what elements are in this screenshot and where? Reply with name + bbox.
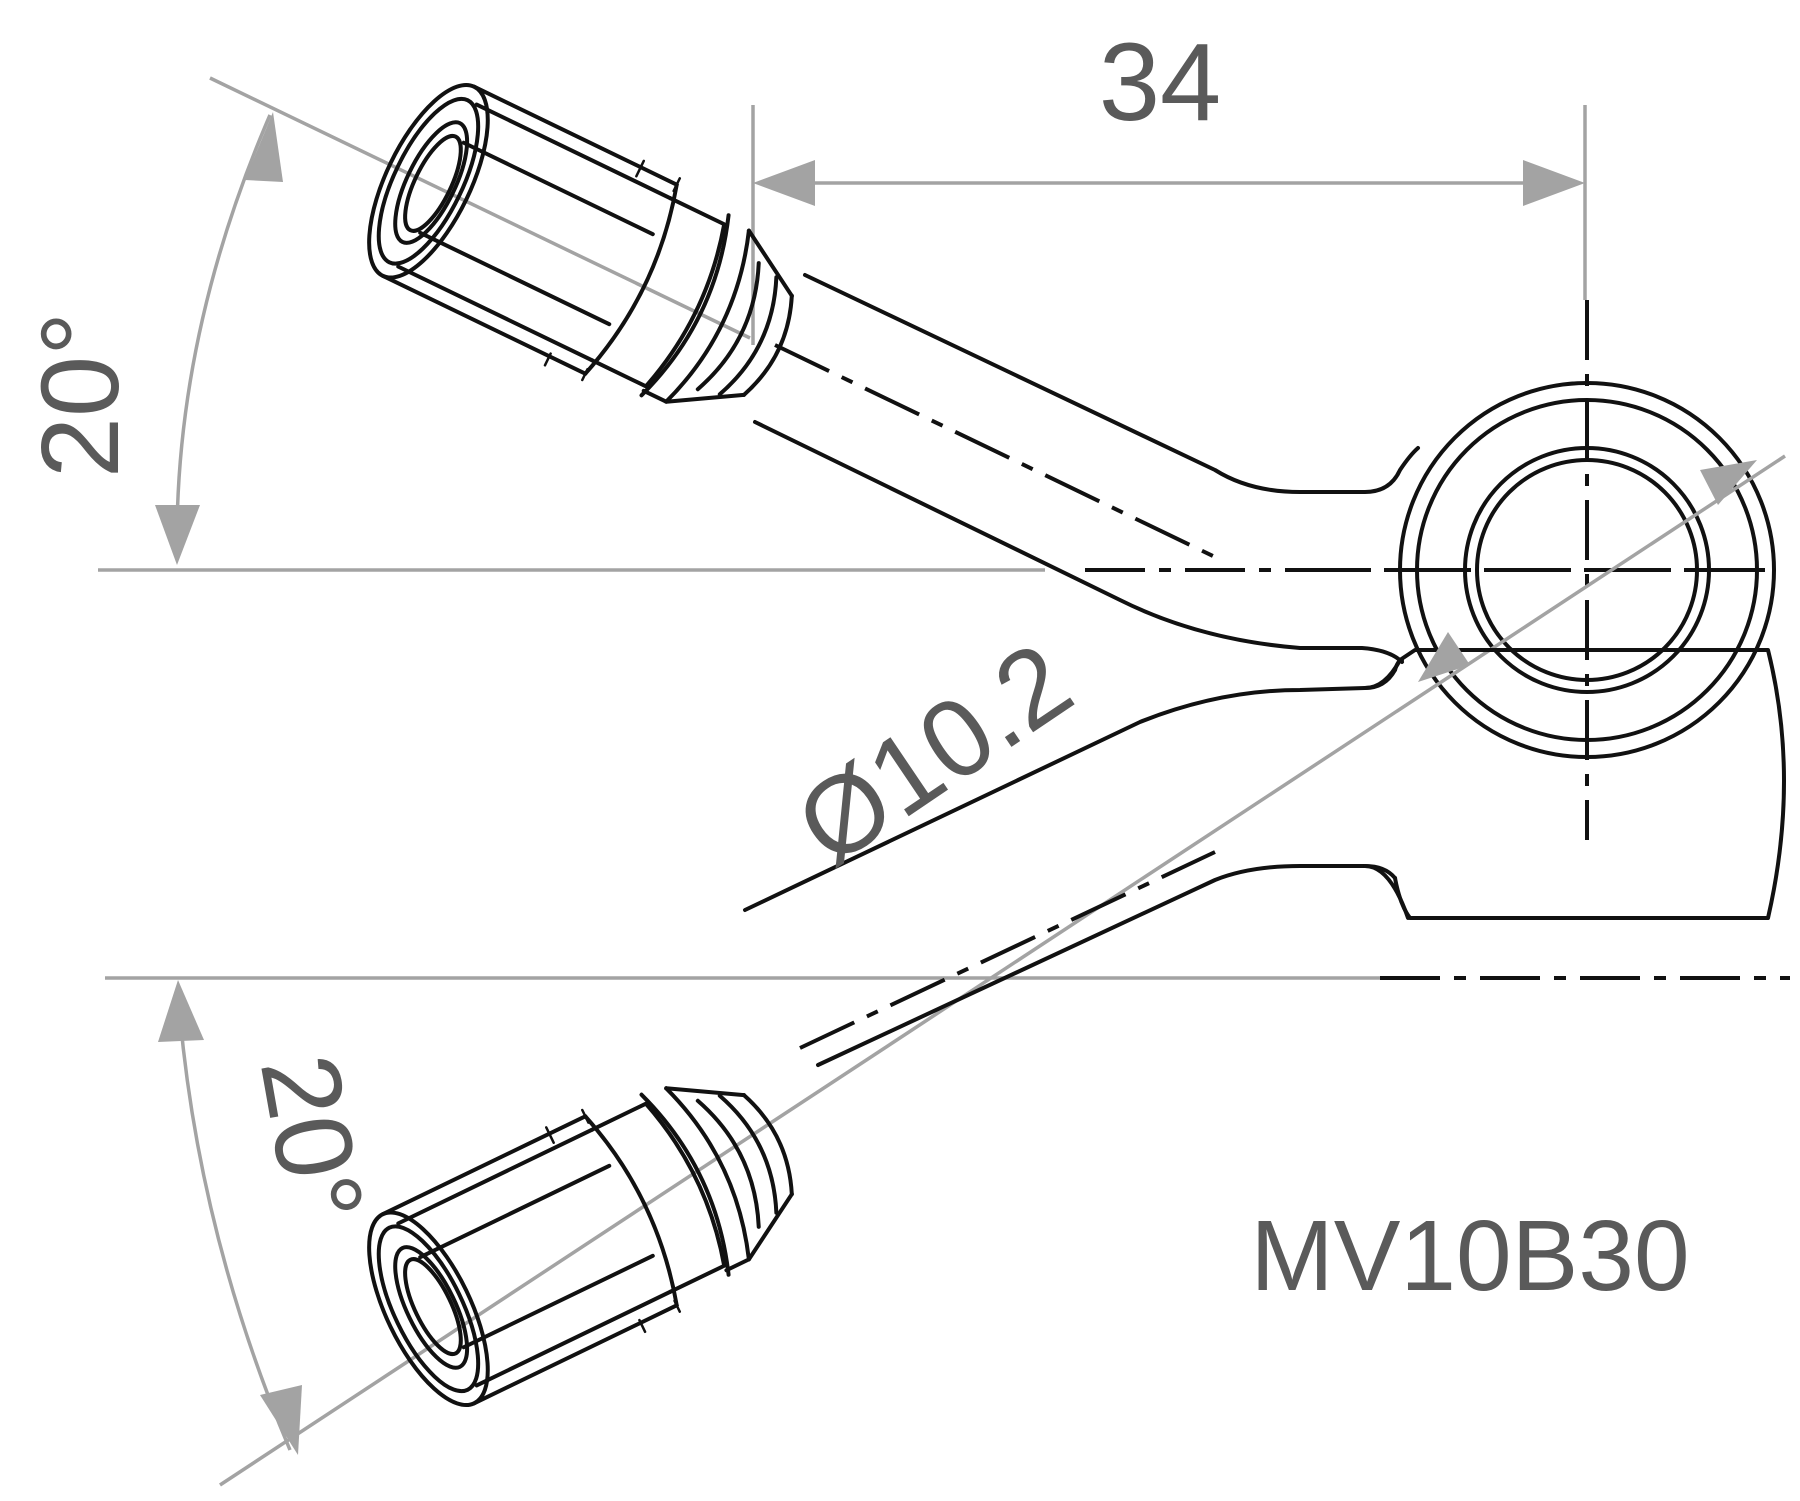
top-fitting-notches: [543, 159, 682, 382]
top-fitting-hex-end: [583, 182, 679, 376]
bottom-fitting-ring-3: [695, 1098, 761, 1229]
top-tube-upper-edge: [803, 273, 1420, 494]
bottom-fitting-ring-2: [664, 1086, 751, 1273]
bottom-fitting-shoulder: [664, 1086, 794, 1262]
bottom-fitting-ring-5: [741, 1093, 794, 1197]
top-fitting-shoulder: [664, 228, 794, 404]
length-arrow-left: [753, 160, 815, 206]
diameter-arrow-right: [1700, 460, 1757, 505]
top-fitting-bore-inner: [403, 133, 463, 233]
bottom-fitting-hex: [380, 1114, 679, 1406]
top-fitting-collar: [589, 196, 727, 389]
top-tube-centerline: [774, 343, 1216, 559]
top-tube-lower-edge: [753, 420, 1404, 664]
bottom-view: [105, 454, 1790, 1487]
part-number-label: MV10B30: [1250, 1200, 1689, 1312]
top-angle-arc: [175, 114, 272, 551]
top-fitting-face-mid: [376, 96, 481, 266]
top-fitting-bore: [393, 120, 470, 245]
bottom-fitting: [367, 1086, 794, 1408]
top-angle-arrow-upper: [245, 112, 283, 182]
bottom-fitting-notches: [545, 1108, 682, 1334]
length-arrow-right: [1523, 160, 1585, 206]
bottom-fitting-ring-1: [639, 1092, 731, 1277]
length-label: 34: [1099, 21, 1221, 144]
top-fitting-ring-4: [717, 275, 779, 397]
top-fitting: [367, 82, 794, 404]
top-fitting-ring-5: [741, 293, 794, 397]
bottom-tube-lower-edge: [816, 864, 1397, 1067]
banjo-side-neck-top: [1363, 658, 1402, 690]
top-view: [98, 76, 1776, 840]
top-fitting-ring-2: [641, 228, 751, 404]
diameter-arrow-left: [1418, 632, 1470, 682]
top-angled-reference-line: [209, 76, 751, 340]
bottom-angle-arc: [176, 991, 292, 1451]
bottom-angled-reference-line: [219, 454, 1786, 1487]
bottom-fitting-face-mid: [376, 1224, 481, 1394]
bottom-fitting-bore: [393, 1245, 470, 1370]
bottom-tube-centerline: [799, 850, 1216, 1050]
bottom-fitting-collar: [589, 1101, 727, 1294]
top-angle-label: 20°: [19, 312, 142, 478]
top-fitting-hex-top: [380, 84, 679, 376]
top-angle-arrow-lower: [155, 505, 200, 565]
bottom-fitting-bore-inner: [403, 1257, 463, 1357]
top-fitting-ring-1: [639, 213, 731, 398]
bottom-angle-label: 20°: [237, 1046, 387, 1231]
bottom-angle-arrow-upper: [158, 980, 204, 1042]
bottom-fitting-hex-end: [583, 1114, 679, 1308]
top-fitting-ring-3: [695, 261, 761, 392]
banjo-side-neck-bottom: [1363, 864, 1410, 920]
bottom-fitting-ring-4: [717, 1093, 779, 1215]
diameter-label: Ø10.2: [775, 619, 1092, 889]
bottom-angle-arrow-lower: [260, 1385, 302, 1455]
